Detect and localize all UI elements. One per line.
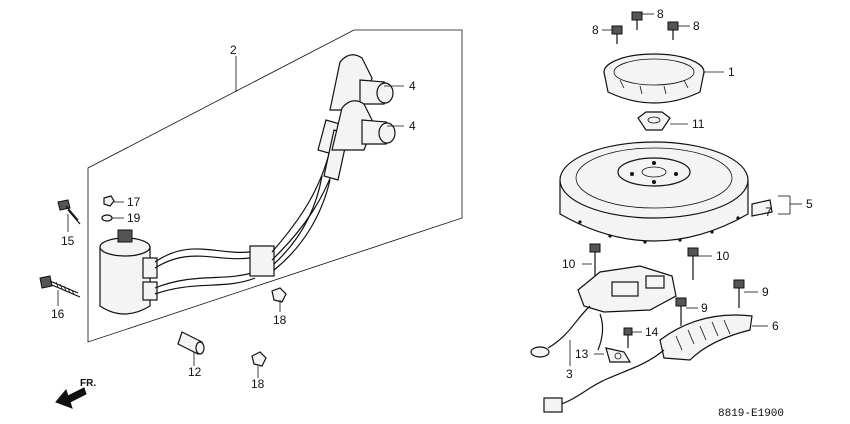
callout-15: 15 xyxy=(61,234,75,248)
bolt-9-right xyxy=(733,279,745,308)
callout-9-right: 9 xyxy=(762,285,769,299)
leader-lines xyxy=(57,13,802,378)
bolt-8-top xyxy=(631,11,643,30)
flywheel-nut xyxy=(637,111,671,131)
ignition-coil-assembly: FR. xyxy=(39,29,463,409)
bolt-16 xyxy=(39,275,81,298)
ground-terminal xyxy=(605,347,632,363)
callout-10-right: 10 xyxy=(716,249,730,263)
callout-19: 19 xyxy=(127,211,141,225)
wire-harness xyxy=(530,305,665,413)
exciter-coil xyxy=(577,265,677,313)
clip-18-upper xyxy=(271,287,287,303)
bolt-10-left xyxy=(589,243,601,276)
bolt-14 xyxy=(623,327,633,348)
flywheel xyxy=(559,141,749,244)
callout-16: 16 xyxy=(51,307,65,321)
ignition-coil xyxy=(99,229,158,315)
assembly-panel-outline xyxy=(87,29,463,343)
callout-14: 14 xyxy=(645,325,659,339)
diagram-code: 8819-E1900 xyxy=(718,408,784,420)
callout-4-upper: 4 xyxy=(409,79,416,93)
callout-8-top: 8 xyxy=(657,7,664,21)
callout-8-right: 8 xyxy=(693,19,700,33)
callout-6: 6 xyxy=(772,319,779,333)
callout-4-lower: 4 xyxy=(409,119,416,133)
high-tension-leads xyxy=(154,119,349,295)
callout-labels: 2 4 4 17 19 15 16 18 12 18 8 8 8 1 11 5 … xyxy=(51,7,813,420)
cooling-fan xyxy=(603,53,705,104)
flywheel-magnet xyxy=(751,199,773,217)
nut-17 xyxy=(103,195,115,207)
clip-18-lower xyxy=(251,351,267,367)
bolt-8-right xyxy=(667,21,679,40)
callout-18-lower: 18 xyxy=(251,377,265,391)
collar-12 xyxy=(177,331,205,355)
callout-5: 5 xyxy=(806,197,813,211)
callout-12: 12 xyxy=(188,365,202,379)
callout-8-left: 8 xyxy=(592,23,599,37)
flywheel-assembly xyxy=(530,11,791,413)
spark-plug-cap-lower xyxy=(331,100,396,151)
washer-19 xyxy=(101,214,113,222)
bolt-10-right xyxy=(687,247,699,280)
callout-17: 17 xyxy=(127,195,141,209)
bolt-15 xyxy=(57,199,81,225)
callout-9-left: 9 xyxy=(701,301,708,315)
front-arrow-icon xyxy=(55,387,87,409)
callout-11: 11 xyxy=(692,117,705,131)
charge-coil xyxy=(659,314,753,361)
callout-2: 2 xyxy=(230,43,237,57)
callout-18-upper: 18 xyxy=(273,313,287,327)
bolt-9-left xyxy=(675,297,687,326)
spark-plug-cap-upper xyxy=(329,54,394,111)
lead-grommet xyxy=(249,245,275,277)
callout-13: 13 xyxy=(575,347,589,361)
front-direction-indicator: FR. xyxy=(55,378,96,409)
callout-3: 3 xyxy=(566,367,573,381)
callout-1: 1 xyxy=(728,65,735,79)
front-direction-label: FR. xyxy=(80,378,96,389)
bolt-8-left xyxy=(611,25,623,44)
callout-10-left: 10 xyxy=(562,257,576,271)
callout-7: 7 xyxy=(765,205,772,219)
